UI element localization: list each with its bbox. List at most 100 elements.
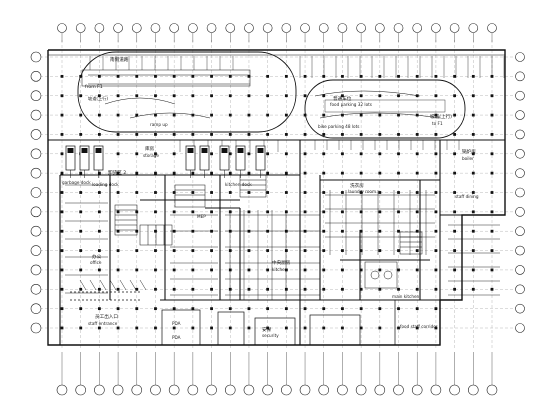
stair-core-left bbox=[114, 204, 173, 246]
column bbox=[322, 171, 326, 175]
label-loading-cn: 卸货区 2 bbox=[108, 169, 126, 176]
vehicle-cab bbox=[187, 148, 194, 153]
hatch bbox=[79, 279, 87, 291]
vehicle-cab bbox=[257, 148, 264, 153]
axis-bubble bbox=[375, 23, 385, 33]
column bbox=[284, 249, 288, 252]
column bbox=[284, 326, 288, 330]
column bbox=[266, 210, 270, 214]
axis-bubble bbox=[169, 23, 179, 33]
axis-bubbles-bottom bbox=[56, 352, 498, 396]
column bbox=[191, 268, 195, 272]
column bbox=[397, 210, 400, 214]
column bbox=[397, 268, 400, 272]
axis-bubble bbox=[30, 303, 42, 314]
column bbox=[116, 94, 120, 98]
column bbox=[191, 133, 195, 136]
axis-bubble bbox=[468, 23, 479, 33]
column bbox=[79, 113, 83, 117]
hatch bbox=[119, 279, 127, 291]
vehicle-icon bbox=[93, 145, 104, 178]
column bbox=[60, 326, 64, 330]
axis-bubble bbox=[300, 23, 310, 33]
column bbox=[471, 191, 475, 194]
column bbox=[60, 210, 64, 214]
column bbox=[135, 268, 139, 272]
column bbox=[247, 229, 251, 233]
axis-bubble bbox=[30, 283, 42, 295]
column bbox=[116, 326, 120, 330]
axis-bubble bbox=[515, 265, 525, 275]
column bbox=[210, 307, 213, 311]
column bbox=[490, 229, 494, 233]
column bbox=[210, 249, 213, 252]
vehicle-icon bbox=[235, 145, 246, 178]
axis-bubble bbox=[243, 384, 255, 396]
vehicle-icon bbox=[65, 145, 76, 178]
column bbox=[341, 229, 344, 233]
column bbox=[154, 94, 157, 98]
axis-bubbles-top bbox=[57, 23, 497, 42]
column bbox=[434, 74, 438, 78]
column bbox=[97, 210, 101, 214]
column bbox=[116, 191, 120, 194]
column bbox=[79, 74, 83, 78]
column bbox=[266, 133, 270, 136]
column bbox=[284, 268, 288, 272]
column bbox=[322, 307, 326, 311]
axis-bubble bbox=[262, 384, 273, 396]
column bbox=[471, 94, 475, 98]
column bbox=[266, 229, 270, 233]
column bbox=[191, 94, 195, 98]
column bbox=[397, 249, 400, 252]
column bbox=[341, 113, 344, 117]
column bbox=[266, 326, 270, 330]
column bbox=[303, 249, 307, 252]
column bbox=[434, 171, 438, 175]
column bbox=[266, 287, 270, 291]
column bbox=[322, 287, 326, 291]
column bbox=[266, 249, 270, 252]
axis-bubble bbox=[449, 23, 460, 33]
vehicle-cab bbox=[67, 148, 74, 153]
label-service-road: 南侧道路 bbox=[110, 56, 129, 63]
column bbox=[172, 307, 176, 311]
bottom-entrances bbox=[70, 291, 441, 346]
column bbox=[284, 287, 288, 291]
column bbox=[303, 287, 307, 291]
axis-bubble bbox=[515, 303, 525, 314]
column bbox=[154, 326, 157, 330]
column bbox=[303, 133, 307, 136]
axis-bubble bbox=[515, 110, 525, 120]
column bbox=[60, 307, 64, 311]
column bbox=[378, 210, 382, 214]
column bbox=[359, 152, 363, 156]
column bbox=[453, 210, 457, 214]
column bbox=[397, 171, 400, 175]
column bbox=[453, 133, 457, 136]
column bbox=[116, 113, 120, 117]
label-kitchen-en: kitchen bbox=[272, 267, 288, 272]
column bbox=[228, 171, 232, 175]
column bbox=[359, 326, 363, 330]
column bbox=[247, 94, 251, 98]
column bbox=[79, 133, 83, 136]
column bbox=[247, 191, 251, 194]
axis-bubble bbox=[150, 23, 161, 33]
column bbox=[397, 229, 400, 233]
label-ramp-up-left: 坡道(上行) bbox=[88, 95, 108, 102]
column bbox=[228, 268, 232, 272]
column bbox=[378, 249, 382, 252]
column bbox=[79, 94, 83, 98]
column bbox=[172, 171, 176, 175]
axis-bubble bbox=[30, 206, 42, 218]
column bbox=[322, 152, 326, 156]
column bbox=[341, 287, 344, 291]
column bbox=[453, 113, 457, 117]
column bbox=[434, 191, 438, 194]
axis-bubble bbox=[224, 384, 236, 396]
column bbox=[154, 249, 157, 252]
column bbox=[434, 229, 438, 233]
axis-bubble bbox=[318, 384, 330, 396]
column bbox=[397, 133, 400, 136]
